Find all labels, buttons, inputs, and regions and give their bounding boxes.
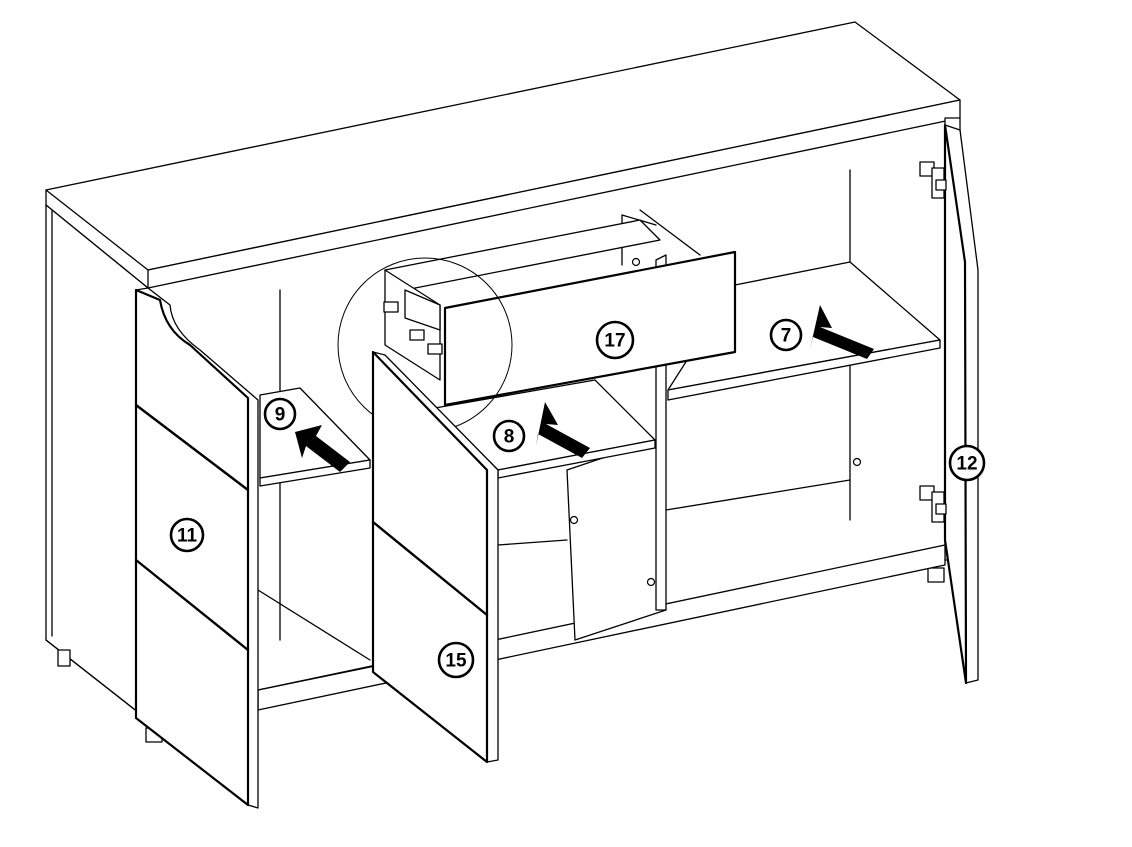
svg-text:9: 9: [275, 405, 286, 426]
svg-text:12: 12: [956, 454, 977, 475]
drawer-front-panel: [443, 250, 737, 407]
svg-text:8: 8: [504, 427, 515, 448]
callout-shelf-left: 9: [263, 397, 297, 431]
callout-door-middle: 15: [437, 641, 475, 679]
callout-door-right: 12: [948, 444, 986, 482]
arrow-shelf-left-icon: [295, 425, 350, 472]
hinge-bottom: [919, 485, 947, 523]
foot-right: [927, 567, 945, 583]
svg-text:15: 15: [445, 651, 467, 672]
svg-text:17: 17: [604, 331, 625, 352]
callout-door-left: 11: [169, 517, 205, 553]
foot-left-back: [57, 649, 71, 667]
svg-text:11: 11: [177, 526, 198, 547]
arrow-shelf-middle-icon: [536, 402, 590, 458]
door-right-panel: [919, 123, 979, 685]
callout-drawer-front: 17: [595, 320, 635, 360]
arrow-shelf-right-icon: [810, 305, 874, 359]
drawer: [383, 219, 737, 407]
callout-shelf-right: 7: [769, 318, 803, 352]
callout-shelf-middle: 8: [492, 419, 526, 453]
svg-text:7: 7: [781, 326, 792, 347]
hinge-top: [919, 161, 947, 199]
